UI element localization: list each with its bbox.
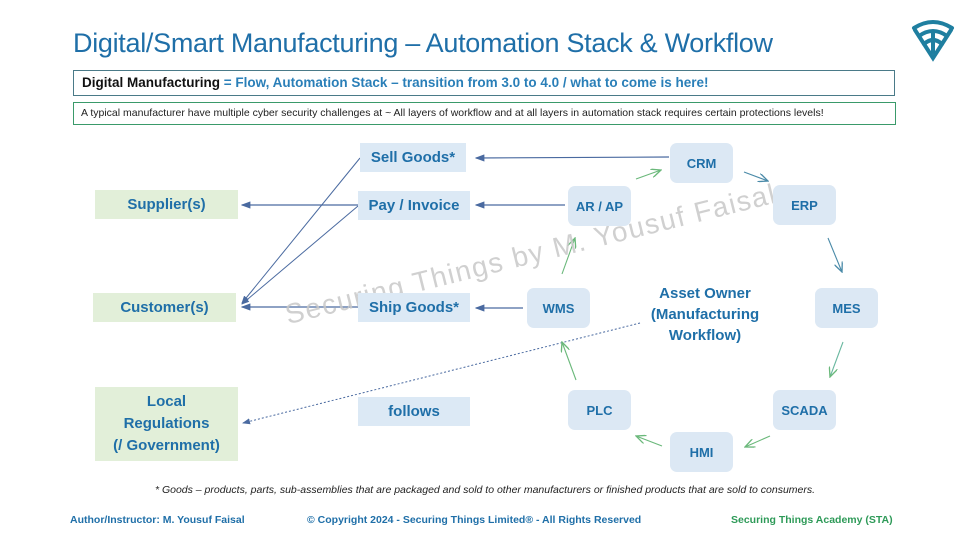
sell-goods-label: Sell Goods* — [370, 149, 456, 166]
node-plc: PLC — [568, 390, 631, 430]
asset-owner-label: Asset Owner (Manufacturing Workflow) — [640, 283, 770, 346]
node-wms: WMS — [527, 288, 590, 328]
regulations-line: (/ Government) — [113, 437, 220, 454]
asset-owner-line: Asset Owner — [659, 285, 751, 302]
security-note: A typical manufacturer have multiple cyb… — [73, 102, 896, 125]
cycle-arrow-crm-erp — [743, 171, 768, 181]
cycle-arrow-wms-arap — [561, 238, 575, 275]
banner-value: = Flow, Automation Stack – transition fr… — [220, 75, 709, 90]
pay-invoice-box: Pay / Invoice — [358, 191, 470, 220]
definition-banner: Digital Manufacturing = Flow, Automation… — [73, 70, 895, 96]
customer-box: Customer(s) — [93, 293, 236, 322]
node-scada: SCADA — [773, 390, 836, 430]
copyright-notice: © Copyright 2024 - Securing Things Limit… — [307, 514, 642, 526]
arrow-owner-to-regulations — [242, 322, 641, 425]
follows-label: follows — [388, 403, 440, 420]
node-erp: ERP — [773, 185, 836, 225]
regulations-line: Regulations — [123, 415, 210, 432]
pay-invoice-label: Pay / Invoice — [368, 197, 460, 214]
regulations-line: Local — [146, 393, 187, 410]
goods-footnote: * Goods – products, parts, sub-assemblie… — [154, 484, 816, 496]
cycle-arrow-plc-wms — [562, 342, 577, 381]
page-title: Digital/Smart Manufacturing – Automation… — [73, 28, 773, 58]
asset-owner-line: (Manufacturing — [650, 306, 760, 323]
academy-name: Securing Things Academy (STA) — [731, 514, 893, 526]
node-ar-ap: AR / AP — [568, 186, 631, 226]
regulations-box: Local Regulations (/ Government) — [95, 387, 238, 461]
banner-key: Digital Manufacturing — [82, 75, 220, 90]
follows-box: follows — [358, 397, 470, 426]
ship-goods-box: Ship Goods* — [358, 293, 470, 322]
customer-label: Customer(s) — [120, 298, 209, 316]
cycle-arrow-mes-scada — [830, 341, 844, 377]
node-hmi: HMI — [670, 432, 733, 472]
node-crm: CRM — [670, 143, 733, 183]
cycle-arrow-hmi-plc — [636, 436, 663, 447]
ship-goods-label: Ship Goods* — [369, 299, 459, 316]
node-mes: MES — [815, 288, 878, 328]
author-credit: Author/Instructor: M. Yousuf Faisal — [70, 514, 245, 526]
arrow-pay-to-customer — [241, 205, 359, 305]
cycle-arrow-scada-hmi — [745, 435, 771, 447]
cycle-arrow-erp-mes — [827, 237, 842, 272]
sell-goods-box: Sell Goods* — [360, 143, 466, 172]
supplier-label: Supplier(s) — [127, 195, 206, 213]
shield-signal-logo-icon — [912, 20, 954, 62]
arrow-sell-to-customer — [241, 157, 361, 304]
supplier-box: Supplier(s) — [95, 190, 238, 219]
arrow-crm-to-sell — [474, 154, 670, 162]
cycle-arrow-arap-crm — [635, 170, 661, 180]
asset-owner-line: Workflow) — [668, 327, 742, 344]
